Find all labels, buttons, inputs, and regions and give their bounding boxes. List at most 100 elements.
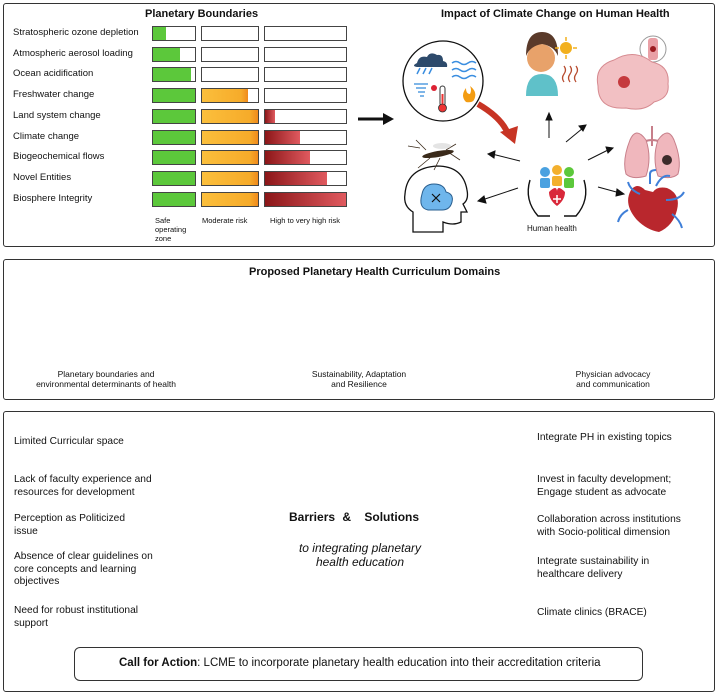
cycle-word-resilience: Resilience bbox=[353, 341, 370, 345]
safe-zone-bar bbox=[152, 67, 196, 83]
bar-fill bbox=[153, 68, 191, 82]
call-to-action-body: : LCME to incorporate planetary health e… bbox=[197, 657, 601, 669]
barrier-text: Need for robust institutional bbox=[14, 605, 139, 616]
bar-fill bbox=[202, 130, 258, 144]
safe-zone-bar bbox=[152, 46, 196, 62]
safe-zone-bar bbox=[152, 191, 196, 207]
bar-fill bbox=[153, 109, 195, 123]
safe-zone-bar bbox=[152, 88, 196, 104]
domain-sustainability: Sustainability, Adaptation and Resilienc… bbox=[259, 369, 459, 389]
high-risk-bar bbox=[264, 129, 347, 145]
subtitle-line-1: to integrating planetary bbox=[298, 541, 422, 555]
barrier-text: Perception as Politicized bbox=[14, 513, 125, 524]
boundary-label: Biosphere Integrity bbox=[13, 192, 93, 204]
call-to-action-box bbox=[74, 647, 643, 681]
barriers-solutions-panel bbox=[3, 411, 715, 692]
bar-fill bbox=[153, 192, 195, 206]
bar-fill bbox=[153, 130, 195, 144]
barriers-heading: Barriers & Solutions bbox=[289, 510, 419, 524]
bar-fill bbox=[153, 27, 166, 40]
moderate-risk-bar bbox=[201, 191, 259, 207]
high-risk-bar bbox=[264, 67, 347, 83]
bar-fill bbox=[265, 192, 346, 206]
zone-label-high: High to very high risk bbox=[270, 216, 341, 225]
curriculum-title: Proposed Planetary Health Curriculum Dom… bbox=[249, 266, 501, 278]
solution-text: with Socio-political dimension bbox=[537, 526, 671, 538]
domain-2-line-2: and Resilience bbox=[331, 379, 387, 389]
bar-fill bbox=[202, 171, 258, 185]
bar-fill bbox=[153, 47, 181, 61]
barriers-subtitle: to integrating planetary health educatio… bbox=[272, 541, 448, 569]
moderate-risk-bar bbox=[201, 67, 259, 83]
bar-fill bbox=[265, 130, 300, 144]
boundary-label: Stratospheric ozone depletion bbox=[13, 27, 139, 38]
ampersand: & bbox=[342, 510, 352, 524]
domain-physician-advocacy: Physician advocacy and communication bbox=[553, 369, 673, 389]
boundary-label: Novel Entities bbox=[13, 171, 72, 183]
bar-fill bbox=[153, 89, 195, 103]
barrier-item: Limited Curricular space bbox=[14, 436, 124, 449]
barrier-text: issue bbox=[14, 525, 38, 537]
barrier-text: objectives bbox=[14, 576, 60, 587]
boundary-label: Atmospheric aerosol loading bbox=[13, 47, 133, 59]
solution-item: Integrate PH in existing topics bbox=[537, 432, 672, 445]
domain-3-line-2: and communication bbox=[576, 379, 650, 389]
moderate-risk-bar bbox=[201, 170, 259, 186]
domain-1-line-1: Planetary boundaries and bbox=[57, 369, 155, 379]
bar-fill bbox=[202, 192, 258, 206]
bar-fill bbox=[265, 171, 328, 185]
barrier-text: Absence of clear guidelines on bbox=[14, 551, 153, 562]
zone-label-moderate: Moderate risk bbox=[202, 216, 248, 225]
bar-fill bbox=[265, 151, 310, 165]
human-health-label: Human health bbox=[527, 224, 577, 233]
boundary-label: Freshwater change bbox=[13, 89, 95, 101]
boundary-label: Land system change bbox=[13, 109, 101, 121]
climate-health-title: Impact of Climate Change on Human Health bbox=[441, 8, 670, 20]
moderate-risk-bar bbox=[201, 129, 259, 145]
bar-fill bbox=[202, 109, 258, 123]
domain-1-line-2: environmental determinants of health bbox=[36, 379, 176, 389]
barrier-text: resources for development bbox=[14, 486, 135, 498]
curriculum-panel bbox=[3, 259, 715, 400]
moderate-risk-bar bbox=[201, 150, 259, 166]
boundary-label: Ocean acidification bbox=[13, 68, 94, 80]
safe-zone-bar bbox=[152, 170, 196, 186]
barrier-text: support bbox=[14, 617, 48, 629]
high-risk-bar bbox=[264, 46, 347, 62]
call-to-action-label: Call for Action bbox=[119, 657, 198, 669]
barrier-text: core concepts and learning bbox=[14, 563, 137, 575]
solution-text: Climate clinics (BRACE) bbox=[537, 607, 647, 618]
boundary-label: Biogeochemical flows bbox=[13, 151, 105, 163]
solutions-word: Solutions bbox=[364, 510, 420, 524]
solution-text: Engage student as advocate bbox=[537, 486, 667, 498]
solution-text: Invest in faculty development; bbox=[537, 474, 672, 485]
solution-item: Invest in faculty development;Engage stu… bbox=[537, 474, 671, 499]
moderate-risk-bar bbox=[201, 26, 259, 41]
moderate-risk-bar bbox=[201, 88, 259, 104]
solution-text: Integrate PH in existing topics bbox=[537, 432, 672, 443]
domain-2-line-1: Sustainability, Adaptation bbox=[311, 369, 407, 379]
high-risk-bar bbox=[264, 108, 347, 124]
planetary-boundaries-title: Planetary Boundaries bbox=[145, 8, 259, 20]
solution-text: healthcare delivery bbox=[537, 568, 623, 580]
bar-fill bbox=[265, 109, 275, 123]
high-risk-bar bbox=[264, 191, 347, 207]
barrier-text: Limited Curricular space bbox=[14, 436, 124, 447]
bar-fill bbox=[153, 151, 195, 165]
bar-fill bbox=[202, 151, 258, 165]
safe-zone-bar bbox=[152, 129, 196, 145]
moderate-risk-bar bbox=[201, 108, 259, 124]
safe-zone-bar bbox=[152, 108, 196, 124]
moderate-risk-bar bbox=[201, 46, 259, 62]
bar-fill bbox=[153, 171, 195, 185]
solution-text: Integrate sustainability in bbox=[537, 556, 650, 567]
high-risk-bar bbox=[264, 170, 347, 186]
bar-fill bbox=[202, 89, 248, 103]
subtitle-line-2: health education bbox=[315, 555, 405, 569]
solution-item: Climate clinics (BRACE) bbox=[537, 607, 647, 620]
